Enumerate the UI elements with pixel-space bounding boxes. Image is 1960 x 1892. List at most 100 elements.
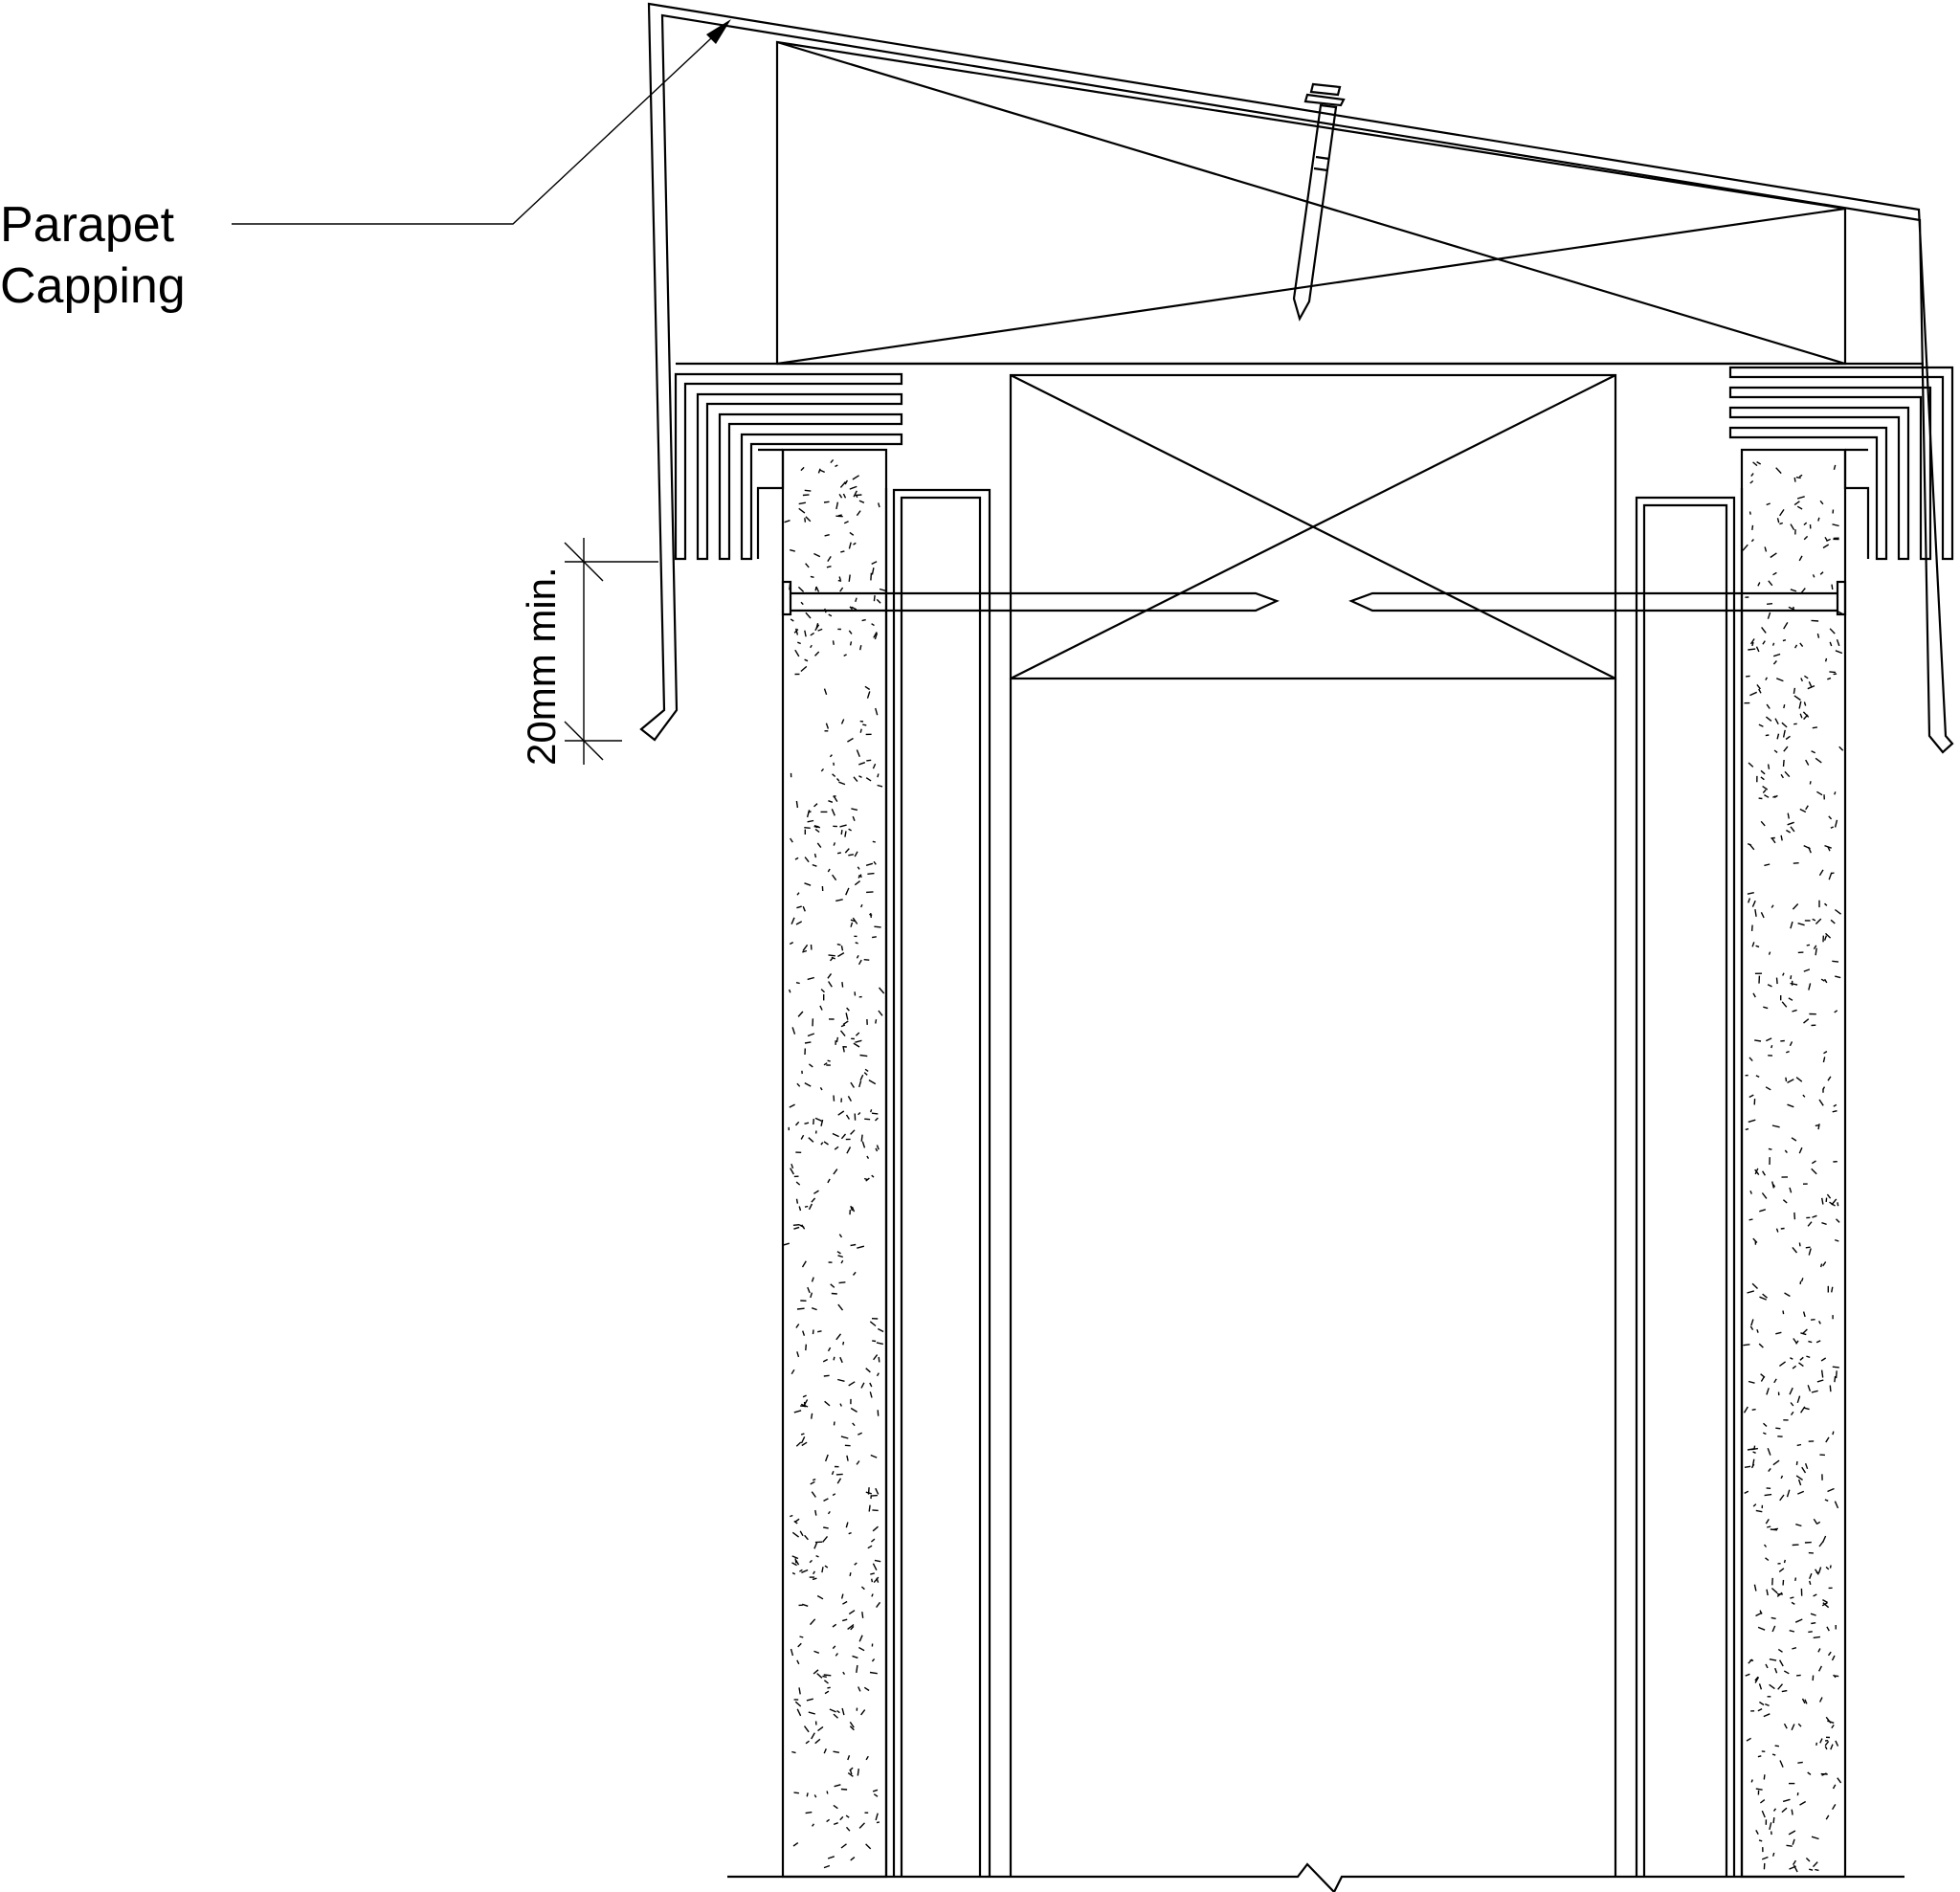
texture-speck — [1762, 789, 1767, 793]
texture-speck — [1775, 977, 1778, 985]
texture-speck — [804, 1534, 809, 1541]
texture-speck — [1753, 1584, 1757, 1592]
texture-speck — [1826, 538, 1831, 543]
texture-speck — [796, 1708, 802, 1717]
texture-speck — [839, 1030, 846, 1037]
texture-speck — [839, 1815, 844, 1821]
texture-speck — [1763, 1544, 1768, 1547]
angle-flashings-left — [674, 372, 903, 561]
texture-speck — [844, 848, 850, 854]
texture-speck — [1750, 1463, 1755, 1469]
texture-speck — [1766, 703, 1771, 709]
texture-speck — [817, 628, 823, 632]
texture-speck — [840, 1788, 848, 1791]
texture-speck — [1784, 1149, 1788, 1154]
texture-speck — [813, 853, 817, 858]
texture-speck — [1781, 1689, 1788, 1693]
texture-speck — [1754, 908, 1757, 917]
texture-speck — [866, 1155, 870, 1159]
texture-speck — [849, 1722, 855, 1728]
texture-speck — [1748, 511, 1751, 515]
texture-speck — [799, 1569, 803, 1572]
texture-speck — [833, 1822, 838, 1826]
texture-speck — [1818, 1567, 1822, 1573]
texture-speck — [810, 644, 813, 649]
texture-speck — [838, 494, 843, 499]
texture-speck — [1749, 691, 1757, 697]
texture-speck — [1817, 1124, 1820, 1130]
texture-speck — [825, 723, 830, 729]
texture-speck — [1798, 701, 1802, 709]
texture-speck — [1797, 1761, 1803, 1764]
texture-speck — [1828, 872, 1833, 880]
texture-speck — [860, 903, 863, 908]
texture-speck — [1748, 1057, 1753, 1062]
texture-speck — [853, 542, 857, 545]
texture-speck — [853, 490, 858, 498]
texture-speck — [828, 613, 833, 617]
texture-speck — [798, 1206, 802, 1212]
texture-speck — [1831, 1655, 1836, 1661]
texture-speck — [873, 1793, 879, 1797]
texture-speck — [1805, 1857, 1811, 1862]
texture-speck — [850, 1205, 854, 1212]
texture-speck — [814, 1738, 821, 1745]
texture-speck — [1806, 944, 1811, 946]
texture-speck — [1751, 524, 1754, 530]
texture-speck — [834, 1784, 841, 1788]
texture-speck — [813, 1650, 820, 1654]
texture-speck — [805, 563, 810, 568]
texture-speck — [1796, 1443, 1802, 1447]
texture-speck — [823, 1674, 832, 1677]
texture-speck — [846, 1146, 852, 1154]
texture-speck — [1825, 1436, 1830, 1443]
texture-speck — [853, 1042, 860, 1048]
texture-speck — [813, 1542, 818, 1549]
texture-speck — [1772, 1817, 1775, 1824]
texture-speck — [1828, 815, 1833, 820]
texture-speck — [1792, 1838, 1795, 1845]
texture-speck — [840, 1843, 847, 1849]
texture-speck — [1771, 1587, 1778, 1594]
texture-speck — [784, 520, 791, 523]
texture-speck — [832, 1493, 836, 1497]
texture-speck — [1787, 821, 1794, 826]
texture-speck — [1772, 653, 1781, 657]
texture-speck — [1795, 1475, 1803, 1480]
texture-speck — [871, 568, 875, 575]
texture-speck — [1744, 1465, 1751, 1468]
texture-speck — [1798, 1242, 1801, 1247]
texture-speck — [806, 1792, 809, 1797]
texture-speck — [1815, 1124, 1819, 1127]
texture-speck — [852, 1271, 857, 1276]
texture-speck — [810, 575, 814, 578]
texture-speck — [817, 468, 821, 474]
texture-speck — [814, 587, 817, 591]
texture-speck — [1808, 681, 1813, 688]
texture-speck — [1752, 1503, 1757, 1507]
texture-speck — [1748, 762, 1754, 768]
texture-speck — [795, 1181, 801, 1186]
texture-speck — [807, 976, 814, 981]
texture-speck — [806, 1698, 813, 1702]
texture-speck — [1832, 1366, 1839, 1369]
texture-speck — [790, 837, 793, 843]
texture-speck — [804, 827, 811, 829]
board-texture-left — [782, 458, 887, 1869]
texture-speck — [813, 1119, 814, 1125]
texture-speck — [840, 719, 845, 724]
texture-speck — [1772, 1852, 1775, 1857]
texture-speck — [847, 737, 854, 743]
nail-right — [1348, 580, 1847, 616]
texture-speck — [835, 515, 843, 518]
base-break-line — [727, 1862, 1904, 1892]
texture-speck — [1820, 1357, 1827, 1362]
texture-speck — [865, 777, 872, 782]
texture-speck — [852, 815, 856, 822]
texture-speck — [858, 1686, 861, 1692]
texture-speck — [1822, 1598, 1828, 1604]
texture-speck — [790, 1648, 794, 1657]
texture-speck — [835, 899, 843, 902]
texture-speck — [823, 688, 828, 696]
